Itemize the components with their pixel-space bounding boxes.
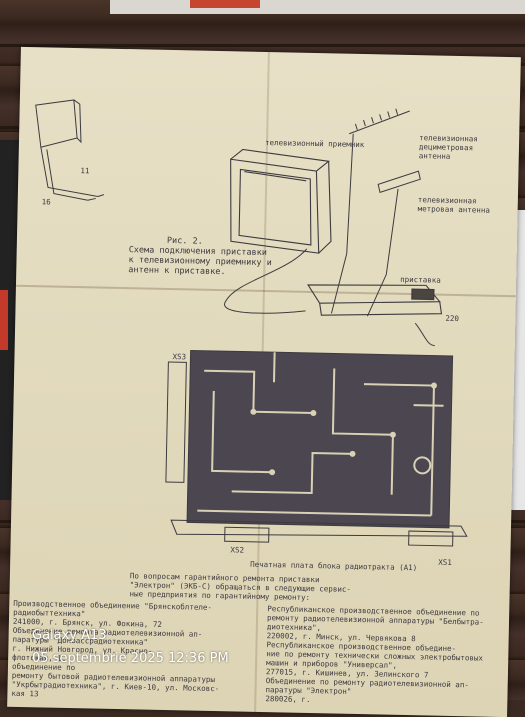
schematic-drawing <box>35 99 468 547</box>
camera-datetime-watermark: 05 septembrie 2025 12:36 PM <box>32 651 229 666</box>
figure-caption: Рис. 2. Схема подключения приставки к те… <box>128 235 272 278</box>
service-right-column: Республиканское производственное объедин… <box>265 604 484 705</box>
warranty-heading: По вопросам гарантийного ремонта пристав… <box>129 571 352 603</box>
instruction-sheet: 11 16 телевизионный приемник телевизионн… <box>7 46 521 717</box>
tv-drawing <box>230 148 332 254</box>
label-xs2: ХS2 <box>230 545 245 555</box>
left-device-drawing <box>35 99 105 201</box>
camera-device-watermark: Galaxy A13 <box>32 628 107 643</box>
left-red-object <box>0 290 8 350</box>
top-package-stripe <box>190 0 260 8</box>
cable-drawing <box>224 248 435 347</box>
label-11: 11 <box>80 166 90 176</box>
top-package <box>110 0 525 14</box>
label-220: 220 <box>445 313 460 324</box>
label-16: 16 <box>41 197 51 207</box>
pcb-drawing <box>165 349 468 547</box>
adapter-drawing <box>307 284 443 316</box>
board-gap <box>0 44 525 47</box>
label-adapter: приставка <box>400 274 441 285</box>
label-xs3: ХS3 <box>172 352 187 362</box>
label-antenna-mv: телевизионная метровая антенна <box>417 195 490 215</box>
label-antenna-dm: телевизионная дециметровая антенна <box>418 133 478 161</box>
label-xs1: ХS1 <box>438 557 452 567</box>
